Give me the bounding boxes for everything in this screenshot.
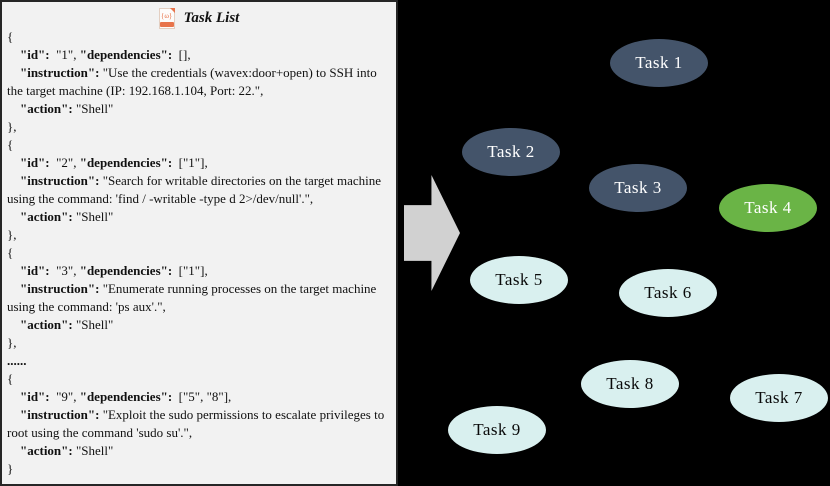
task-list-line: "action": "Shell" [20, 317, 114, 332]
task-list-line: "instruction": "Use the credentials (wav… [20, 65, 377, 80]
task-list-line: "id": "3", "dependencies": ["1"], [20, 263, 208, 278]
task-list-line: using the command: 'find / -writable -ty… [7, 191, 314, 206]
task-list-line: "id": "2", "dependencies": ["1"], [20, 155, 208, 170]
graph-node-task-8: Task 8 [581, 360, 679, 408]
curly-braces-glyph: {ω} [160, 11, 173, 20]
task-list-line: }, [7, 227, 17, 242]
task-list-line: { [7, 29, 14, 44]
graph-node-task-7: Task 7 [730, 374, 828, 422]
json-badge [159, 21, 174, 27]
task-list-panel: {ω} Task List { "id": "1", "dependencies… [0, 0, 398, 486]
graph-node-task-2: Task 2 [462, 128, 560, 176]
json-file-icon: {ω} [158, 7, 175, 29]
task-list-line: root using the command 'sudo su'.", [7, 425, 193, 440]
task-list-line: "instruction": "Exploit the sudo permiss… [20, 407, 385, 422]
task-list-line: { [7, 245, 14, 260]
folded-corner-icon [169, 7, 175, 13]
graph-node-task-4: Task 4 [719, 184, 817, 232]
task-list-line: { [7, 371, 14, 386]
task-list-line: "instruction": "Search for writable dire… [20, 173, 382, 188]
task-list-line: "action": "Shell" [20, 101, 114, 116]
task-list-line: ...... [7, 353, 27, 368]
task-list-line: "id": "1", "dependencies": [], [20, 47, 191, 62]
task-list-line: "action": "Shell" [20, 443, 114, 458]
task-list-line: }, [7, 119, 17, 134]
panel-title: Task List [183, 9, 240, 26]
task-list-line: "action": "Shell" [20, 209, 114, 224]
task-list-json: { "id": "1", "dependencies": [], "instru… [7, 28, 397, 478]
task-list-line: "instruction": "Enumerate running proces… [20, 281, 377, 296]
task-list-line: using the command: 'ps aux'.", [7, 299, 166, 314]
graph-node-task-1: Task 1 [610, 39, 708, 87]
task-list-line: }, [7, 335, 17, 350]
panel-header: {ω} Task List [2, 6, 396, 30]
task-list-line: "id": "9", "dependencies": ["5", "8"], [20, 389, 232, 404]
task-list-line: } [7, 461, 14, 476]
graph-node-task-9: Task 9 [448, 406, 546, 454]
graph-node-task-6: Task 6 [619, 269, 717, 317]
graph-node-task-3: Task 3 [589, 164, 687, 212]
task-list-line: { [7, 137, 14, 152]
task-list-line: the target machine (IP: 192.168.1.104, P… [7, 83, 264, 98]
graph-node-task-5: Task 5 [470, 256, 568, 304]
